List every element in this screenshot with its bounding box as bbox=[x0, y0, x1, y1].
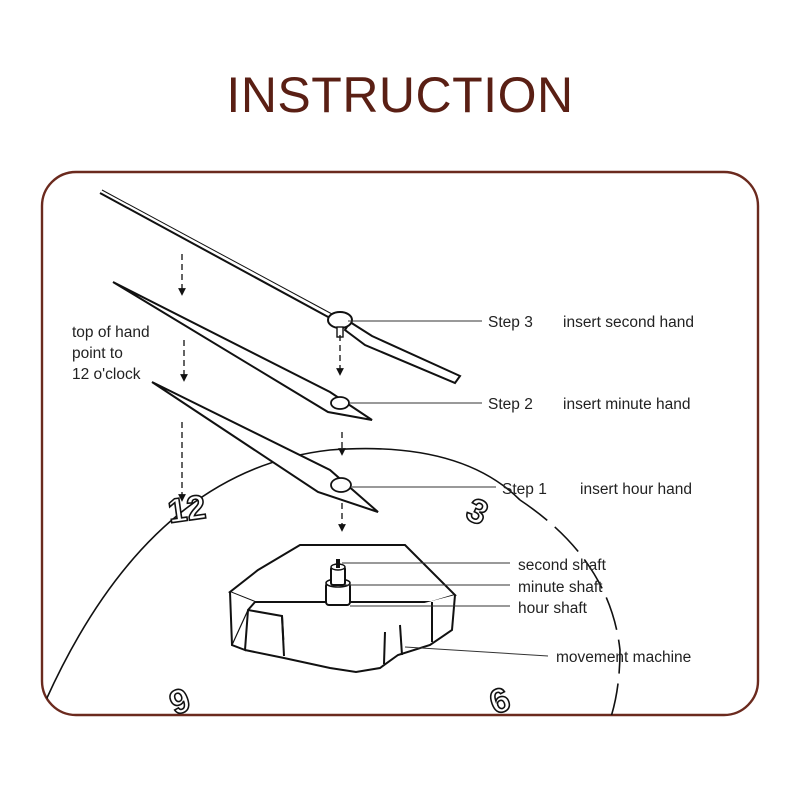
minute-shaft-label: minute shaft bbox=[518, 579, 603, 596]
dial-number-3: 3 bbox=[460, 491, 493, 533]
note-line-3: 12 o'clock bbox=[72, 366, 141, 383]
dial-number-12: 12 bbox=[165, 488, 208, 531]
note-line-1: top of hand bbox=[72, 324, 150, 341]
insertion-arrows bbox=[178, 254, 346, 532]
movement-machine-label: movement machine bbox=[556, 649, 691, 666]
step2-label: Step 2 bbox=[488, 396, 533, 413]
second-shaft-label: second shaft bbox=[518, 557, 607, 574]
step1-text: insert hour hand bbox=[580, 481, 692, 498]
step3-label: Step 3 bbox=[488, 314, 533, 331]
hour-shaft-label: hour shaft bbox=[518, 600, 588, 617]
step3-text: insert second hand bbox=[563, 314, 694, 331]
step1-label: Step 1 bbox=[502, 481, 547, 498]
minute-hand bbox=[112, 281, 373, 421]
second-hand bbox=[99, 189, 462, 385]
shafts bbox=[325, 559, 351, 606]
note-line-2: point to bbox=[72, 345, 123, 362]
step2-text: insert minute hand bbox=[563, 396, 691, 413]
leader-lines bbox=[342, 320, 549, 657]
page-title: INSTRUCTION bbox=[226, 67, 574, 123]
hour-hand bbox=[151, 381, 379, 513]
dial-number-9: 9 bbox=[165, 681, 196, 723]
clock-dial-arc-dashed bbox=[519, 499, 621, 715]
instruction-frame bbox=[40, 170, 760, 717]
